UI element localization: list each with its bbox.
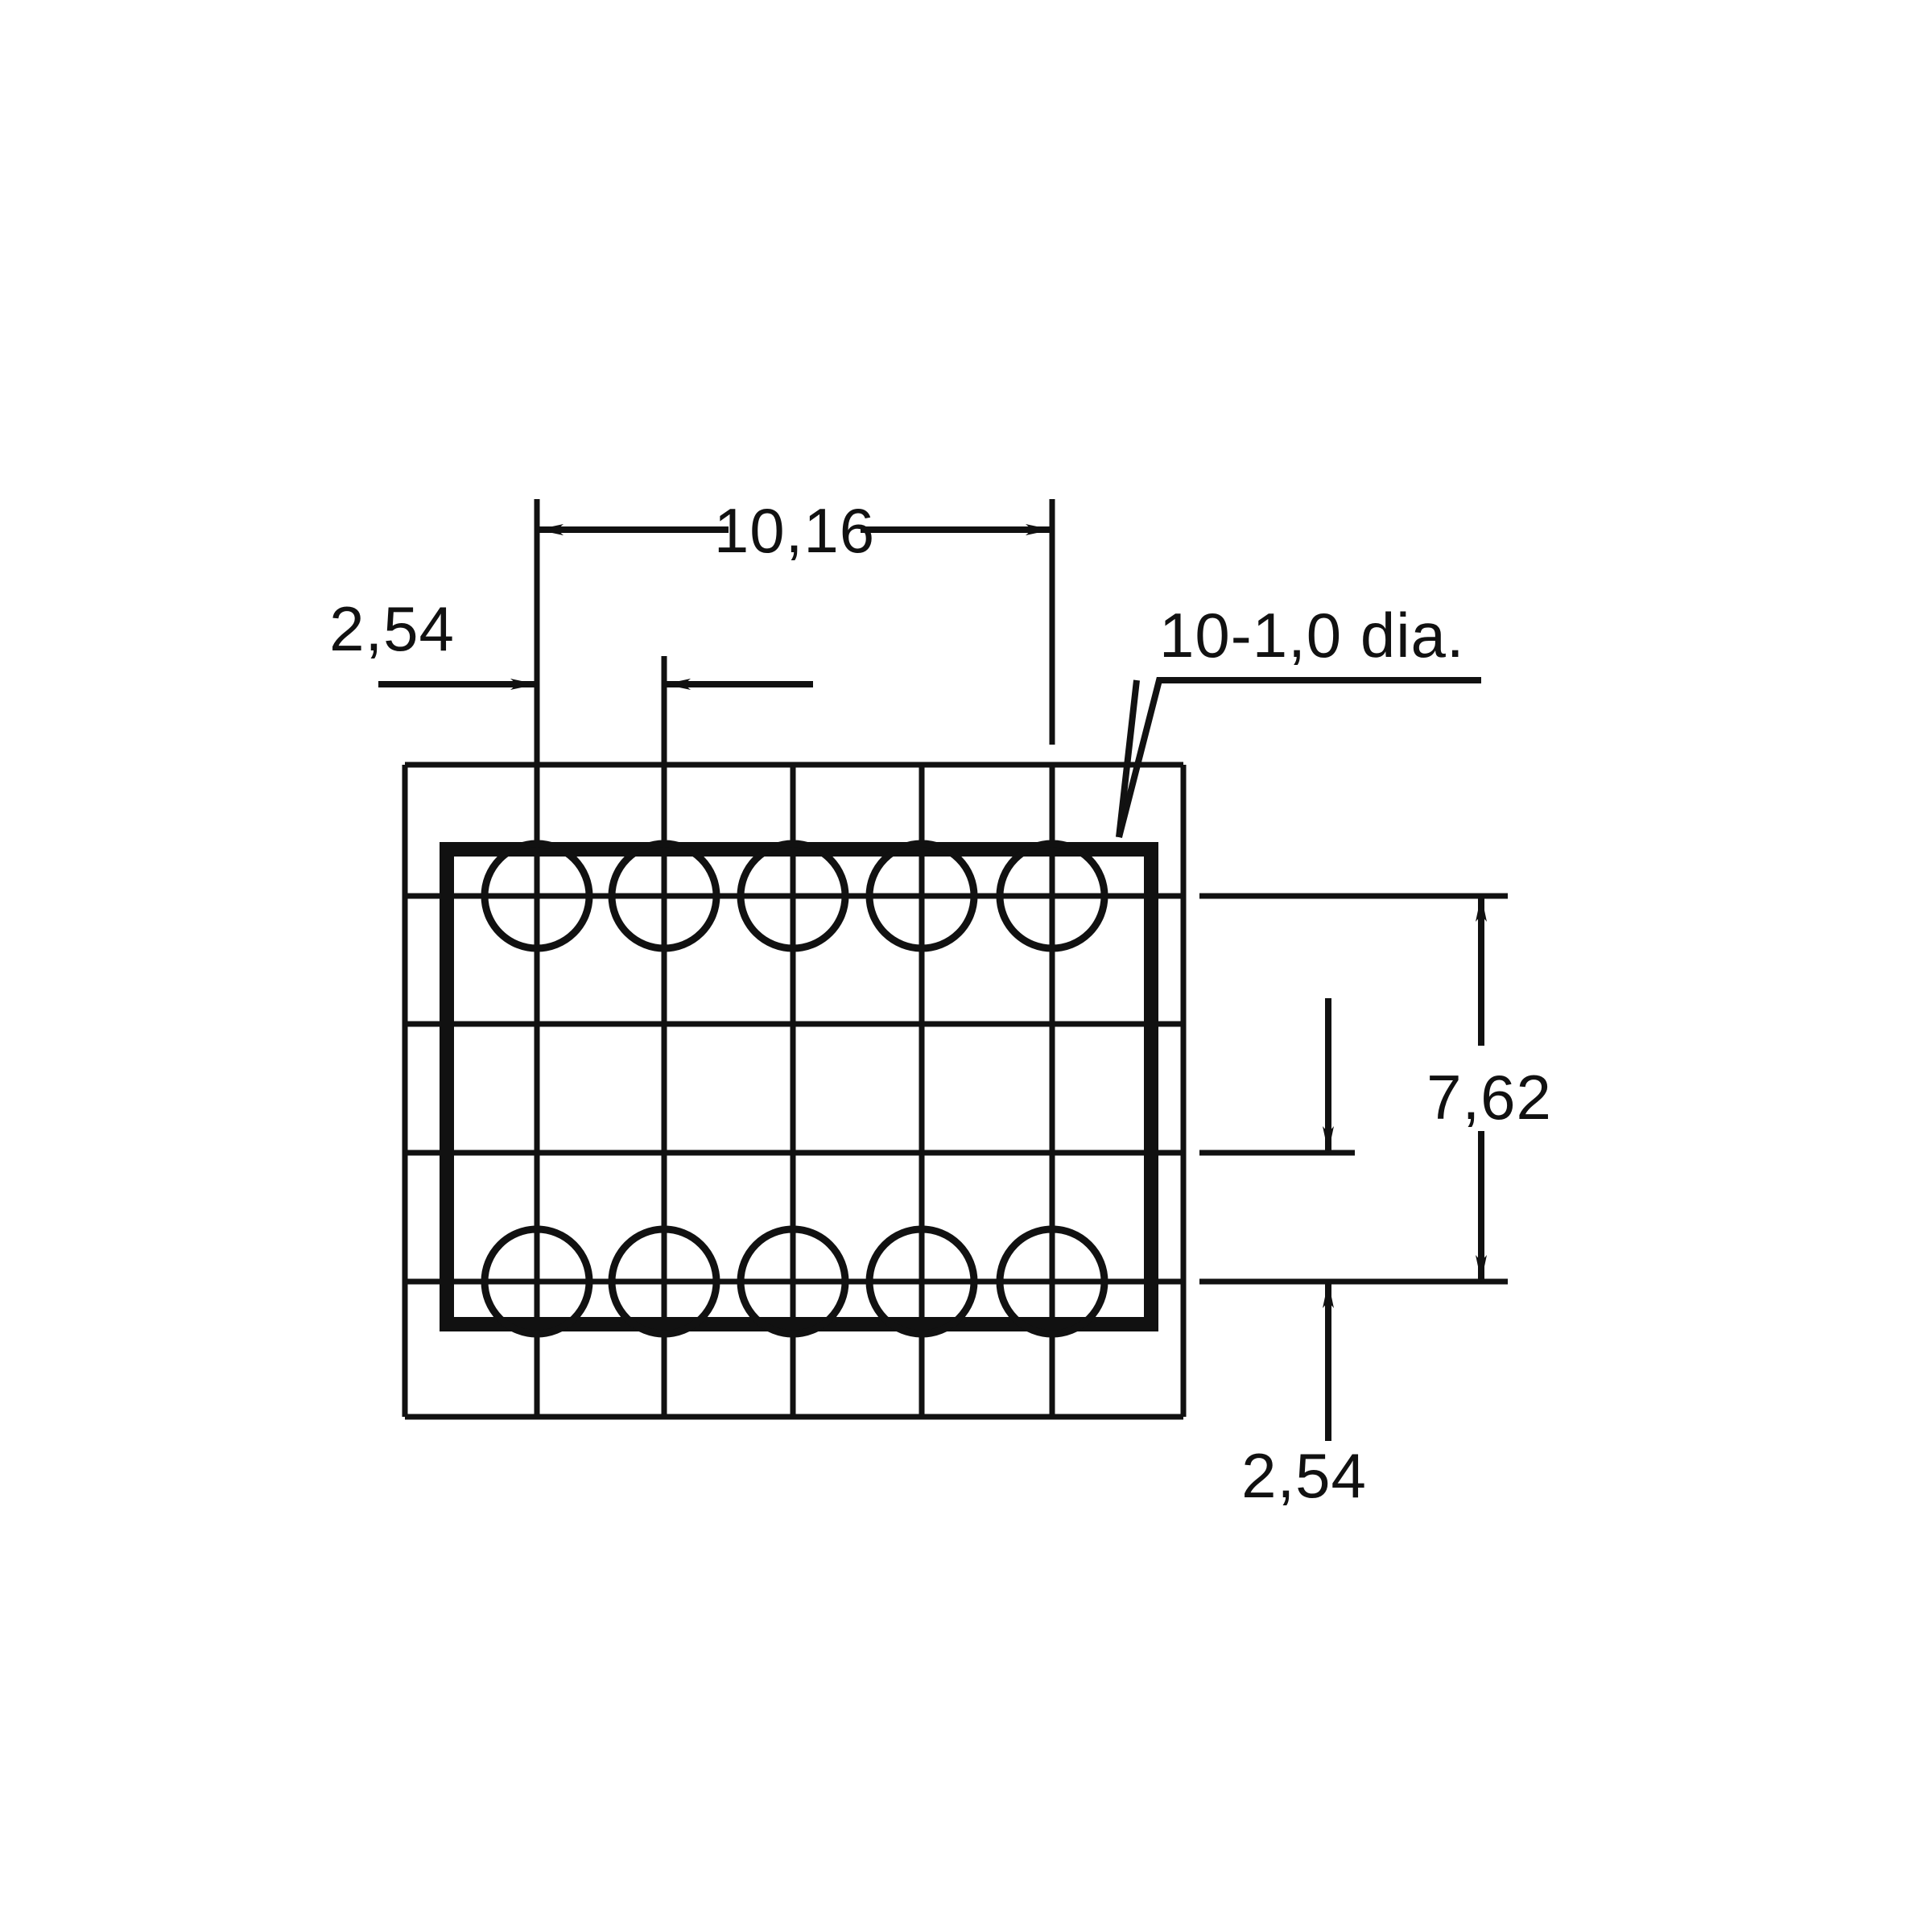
- dimension-7-62: 7,62: [1426, 895, 1552, 1282]
- pad-hole: [608, 1225, 720, 1338]
- dimension-2-54-horizontal-label: 2,54: [329, 593, 455, 664]
- callout-10-holes-diameter-label: 10-1,0 dia.: [1159, 600, 1465, 671]
- dimension-7-62-label: 7,62: [1426, 1062, 1552, 1133]
- grid-vertical-lines: [402, 765, 1187, 1417]
- dimension-2-54-vertical-label: 2,54: [1241, 1440, 1367, 1511]
- callout-leader-line: [1116, 677, 1481, 838]
- pad-hole: [996, 1225, 1108, 1338]
- pad-holes-bottom-row: [481, 1225, 1108, 1338]
- extension-lines-top: [534, 499, 1055, 765]
- pad-hole: [737, 840, 849, 952]
- dimension-10-16: 10,16: [537, 495, 1052, 566]
- pad-hole: [996, 840, 1108, 952]
- pad-hole: [481, 840, 593, 952]
- dimension-2-54-horizontal: 2,54: [329, 593, 813, 690]
- dimension-10-16-label: 10,16: [714, 495, 875, 566]
- pad-holes-top-row: [481, 840, 1108, 952]
- pad-hole: [608, 840, 720, 952]
- pad-hole: [737, 1225, 849, 1338]
- dimension-2-54-vertical: 2,54: [1241, 998, 1367, 1511]
- grid-horizontal-lines: [405, 762, 1183, 1420]
- pad-hole: [481, 1225, 593, 1338]
- component-body-outline: [440, 842, 1158, 1331]
- pad-hole: [865, 840, 978, 952]
- pad-hole: [865, 1225, 978, 1338]
